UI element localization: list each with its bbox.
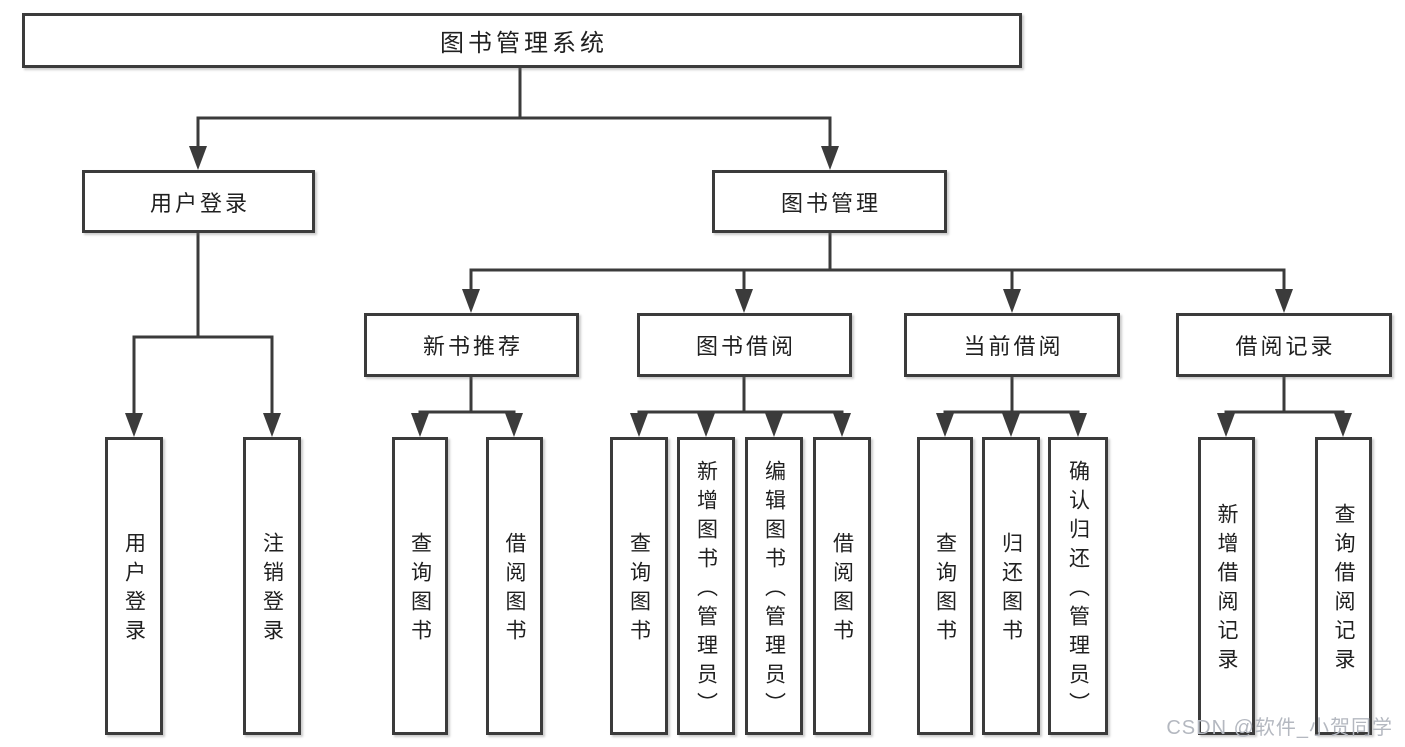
connector-root-to-level2 <box>189 68 839 170</box>
connector-current-borrowing-branch <box>936 377 1087 437</box>
node-library-management-system: 图书管理系统 <box>22 13 1022 68</box>
node-label: 用户登录 <box>122 532 146 648</box>
node-label: 查询图书 <box>627 532 651 648</box>
connector-book-management-branch <box>462 233 1293 313</box>
leaf-current-return-books: 归还图书 <box>982 437 1040 735</box>
node-label: 查询图书 <box>933 532 957 648</box>
leaf-borrowing-query-books: 查询图书 <box>610 437 668 735</box>
leaf-records-add-record: 新增借阅记录 <box>1198 437 1255 735</box>
leaf-records-query-record: 查询借阅记录 <box>1315 437 1372 735</box>
node-label: 注销登录 <box>260 532 284 648</box>
node-user-login: 用户登录 <box>82 170 315 233</box>
node-label: 借阅记录 <box>1235 334 1336 359</box>
node-book-management: 图书管理 <box>712 170 947 233</box>
leaf-borrowing-add-books-admin: 新增图书（管理员） <box>677 437 735 735</box>
node-borrowing-records: 借阅记录 <box>1176 313 1392 377</box>
leaf-logout: 注销登录 <box>243 437 301 735</box>
connector-borrowing-records-branch <box>1217 377 1352 437</box>
leaf-recommend-borrow-books: 借阅图书 <box>486 437 543 735</box>
node-label: 借阅图书 <box>830 532 854 648</box>
node-new-book-recommend: 新书推荐 <box>364 313 579 377</box>
node-label: 图书借阅 <box>695 334 796 359</box>
node-label: 编辑图书（管理员） <box>762 459 786 721</box>
node-label: 图书管理 <box>780 190 881 216</box>
connector-user-login-branch <box>125 233 281 437</box>
node-current-borrowing: 当前借阅 <box>904 313 1120 377</box>
leaf-user-login: 用户登录 <box>105 437 163 735</box>
leaf-borrowing-borrow-books: 借阅图书 <box>813 437 871 735</box>
connector-new-book-recommend-branch <box>411 377 523 437</box>
node-label: 归还图书 <box>999 532 1023 648</box>
node-label: 查询图书 <box>408 532 432 648</box>
leaf-current-confirm-return-admin: 确认归还（管理员） <box>1048 437 1108 735</box>
node-label: 借阅图书 <box>503 532 526 648</box>
node-label: 图书管理系统 <box>440 30 608 57</box>
leaf-current-query-books: 查询图书 <box>917 437 973 735</box>
node-label: 新增借阅记录 <box>1215 503 1238 677</box>
csdn-watermark: CSDN @软件_小贺同学 <box>1166 717 1393 739</box>
node-label: 新书推荐 <box>422 334 523 359</box>
node-book-borrowing: 图书借阅 <box>637 313 852 377</box>
connector-book-borrowing-branch <box>630 377 851 437</box>
leaf-recommend-query-books: 查询图书 <box>392 437 448 735</box>
node-label: 查询借阅记录 <box>1332 503 1355 677</box>
node-label: 确认归还（管理员） <box>1066 459 1090 721</box>
leaf-borrowing-edit-books-admin: 编辑图书（管理员） <box>745 437 803 735</box>
node-label: 当前借阅 <box>963 334 1064 359</box>
node-label: 用户登录 <box>149 190 250 216</box>
node-label: 新增图书（管理员） <box>694 459 718 721</box>
